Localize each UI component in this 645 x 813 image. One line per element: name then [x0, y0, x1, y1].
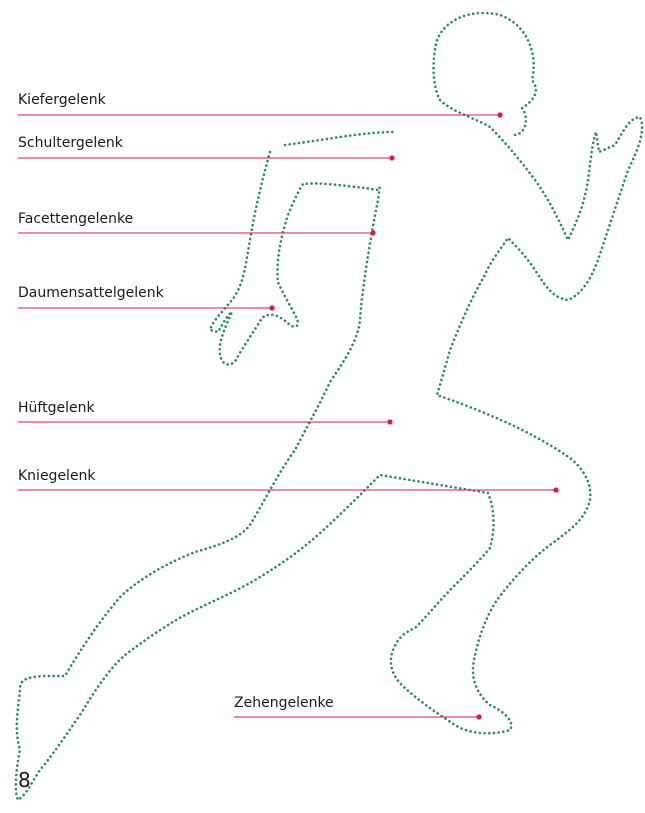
- leader-lines: [18, 112, 559, 719]
- outline-rear-arm: [210, 132, 393, 365]
- label-kiefergelenk: Kiefergelenk: [18, 93, 106, 107]
- label-facettengelenke: Facettengelenke: [18, 212, 133, 226]
- joint-dot-thumb: [269, 305, 274, 310]
- label-kniegelenk: Kniegelenk: [18, 469, 96, 483]
- joint-dot-facet: [370, 230, 375, 235]
- joint-dot-jaw: [497, 112, 502, 117]
- joint-dot-toe: [476, 714, 481, 719]
- body-outline: [16, 13, 642, 800]
- joint-dot-hip: [387, 419, 392, 424]
- label-hueftgelenk: Hüftgelenk: [18, 401, 95, 415]
- joint-dot-shoulder: [389, 155, 394, 160]
- joint-dot-knee: [553, 487, 558, 492]
- outline-head-front-arm-back: [16, 13, 642, 800]
- label-schultergelenk: Schultergelenk: [18, 136, 123, 150]
- label-daumensattelgelenk: Daumensattelgelenk: [18, 286, 164, 300]
- label-zehengelenke: Zehengelenke: [234, 696, 334, 710]
- page-number: 8: [18, 770, 31, 790]
